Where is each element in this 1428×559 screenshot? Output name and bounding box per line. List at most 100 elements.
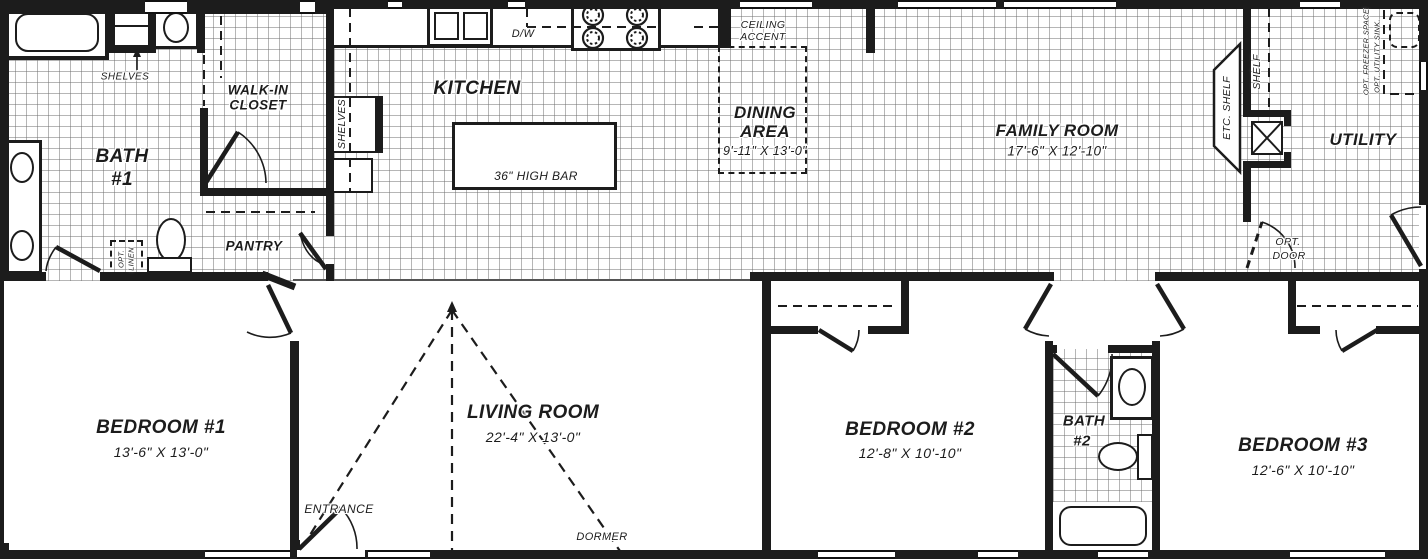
- label-etc-shelf: ETC. SHELF: [1221, 76, 1233, 140]
- window: [205, 550, 290, 559]
- room-label-dining-2: AREA: [740, 122, 790, 141]
- wall-left-lower: [0, 278, 4, 551]
- vanity-sink-2: [10, 230, 34, 261]
- window: [1419, 62, 1428, 90]
- toilet-2-bowl: [1098, 442, 1138, 471]
- wall-middle: [0, 272, 46, 281]
- kitchen-sink-basin-2: [463, 12, 488, 40]
- label-shelf: SHELF: [1251, 54, 1263, 90]
- room-label-walkin-2: CLOSET: [229, 97, 287, 113]
- room-label-bath2-num: #2: [1073, 432, 1091, 450]
- toilet-2-tank: [1137, 434, 1153, 480]
- vanity-sink-1: [10, 152, 34, 183]
- window: [1290, 550, 1385, 559]
- window: [145, 0, 187, 14]
- door-bedroom3: [1155, 282, 1186, 337]
- wall: [107, 45, 156, 53]
- wall-left: [0, 0, 9, 281]
- room-label-bath2: BATH: [1062, 412, 1106, 430]
- cubby-shelf-line: [113, 25, 150, 27]
- stove: [571, 2, 661, 51]
- utility-door-opening: [1419, 205, 1428, 269]
- entrance-opening: [297, 550, 365, 559]
- room-label-bath1: BATH: [95, 146, 149, 167]
- wall: [197, 0, 205, 53]
- room-label-living: LIVING ROOM: [466, 402, 600, 423]
- wall-bath2-bed3: [1152, 341, 1160, 551]
- label-shelves-bath: SHELVES: [100, 71, 150, 83]
- room-label-bedroom1: BEDROOM #1: [96, 417, 226, 438]
- window: [508, 0, 525, 9]
- opt-freezer-box: [1389, 12, 1420, 48]
- sink-basin-bath2: [1118, 368, 1146, 406]
- label-opt-freezer: OPT. FREEZER SPACE: [1361, 8, 1371, 96]
- room-label-utility: UTILITY: [1329, 130, 1397, 149]
- room-label-family: FAMILY ROOM: [995, 121, 1119, 140]
- bathtub-1-basin: [15, 13, 99, 52]
- room-label-dining-1: DINING: [734, 103, 796, 122]
- wall: [868, 326, 909, 334]
- wall: [326, 0, 334, 236]
- label-ceiling-accent-1: CEILING: [740, 19, 786, 31]
- label-dormer: DORMER: [576, 531, 628, 543]
- window: [740, 0, 812, 9]
- door-bedroom1: [246, 270, 297, 339]
- wall-stub-dining: [866, 0, 875, 53]
- room-dims-dining: 9'-11" X 13'-0": [722, 144, 808, 158]
- wall: [1284, 110, 1291, 126]
- room-label-bedroom2: BEDROOM #2: [845, 419, 975, 440]
- wall-left-corner: [0, 543, 9, 559]
- label-ceiling-accent-2: ACCENT: [740, 31, 786, 43]
- label-entrance: ENTRANCE: [304, 502, 374, 516]
- room-dims-living: 22'-4" X 13'-0": [485, 429, 581, 445]
- wall: [107, 0, 115, 53]
- room-label-walkin-1: WALK-IN: [227, 82, 289, 98]
- wall: [1108, 345, 1160, 353]
- label-opt-linen-1: OPT.: [116, 249, 126, 269]
- label-high-bar: 36" HIGH BAR: [494, 169, 578, 183]
- room-dims-family: 17'-6" X 12'-10": [1007, 143, 1107, 159]
- wall: [1376, 326, 1422, 334]
- wall-bed2-bath2: [1045, 341, 1053, 551]
- wall-living-bed2: [762, 281, 771, 551]
- wall: [375, 96, 383, 153]
- door-bed3-closet: [1335, 328, 1379, 353]
- window: [1004, 0, 1116, 9]
- bathtub-2: [1059, 506, 1147, 546]
- window: [978, 550, 1018, 559]
- wall: [1045, 345, 1057, 353]
- wall: [326, 264, 334, 281]
- door-bedroom2: [1023, 282, 1053, 337]
- room-dims-bedroom3: 12'-6" X 10'-10": [1251, 462, 1355, 478]
- sink-basin: [163, 12, 189, 43]
- wall: [1243, 168, 1251, 222]
- label-opt-utility-sink: OPT. UTILITY SINK.: [1372, 19, 1382, 93]
- toilet-1-tank: [147, 257, 192, 273]
- ceiling-accent-box: [718, 46, 807, 174]
- label-opt-door-2: DOOR: [1272, 250, 1306, 262]
- floor-edge-line: [293, 279, 750, 281]
- wall: [1243, 161, 1291, 168]
- window: [1098, 550, 1148, 559]
- dormer-peak-arrow: [447, 301, 457, 312]
- room-dims-bedroom1: 13'-6" X 13'-0": [113, 444, 209, 460]
- kitchen-lower-cabinet: [330, 158, 373, 193]
- toilet-1-bowl: [156, 218, 186, 262]
- wall: [148, 0, 156, 53]
- window: [898, 0, 996, 9]
- wall: [1288, 281, 1296, 334]
- label-opt-linen-2: LINEN: [126, 247, 136, 271]
- label-dw: D/W: [511, 28, 535, 40]
- window: [1300, 0, 1340, 9]
- wall-counter-end: [718, 0, 731, 48]
- room-dims-bedroom2: 12'-8" X 10'-10": [858, 445, 962, 461]
- wall-bottom: [0, 550, 1428, 559]
- wall: [1288, 326, 1320, 334]
- wall: [1243, 110, 1291, 117]
- window: [300, 0, 315, 14]
- wall: [901, 281, 909, 334]
- window: [818, 550, 895, 559]
- room-label-kitchen: KITCHEN: [433, 78, 521, 99]
- label-opt-door-1: OPT.: [1275, 236, 1301, 248]
